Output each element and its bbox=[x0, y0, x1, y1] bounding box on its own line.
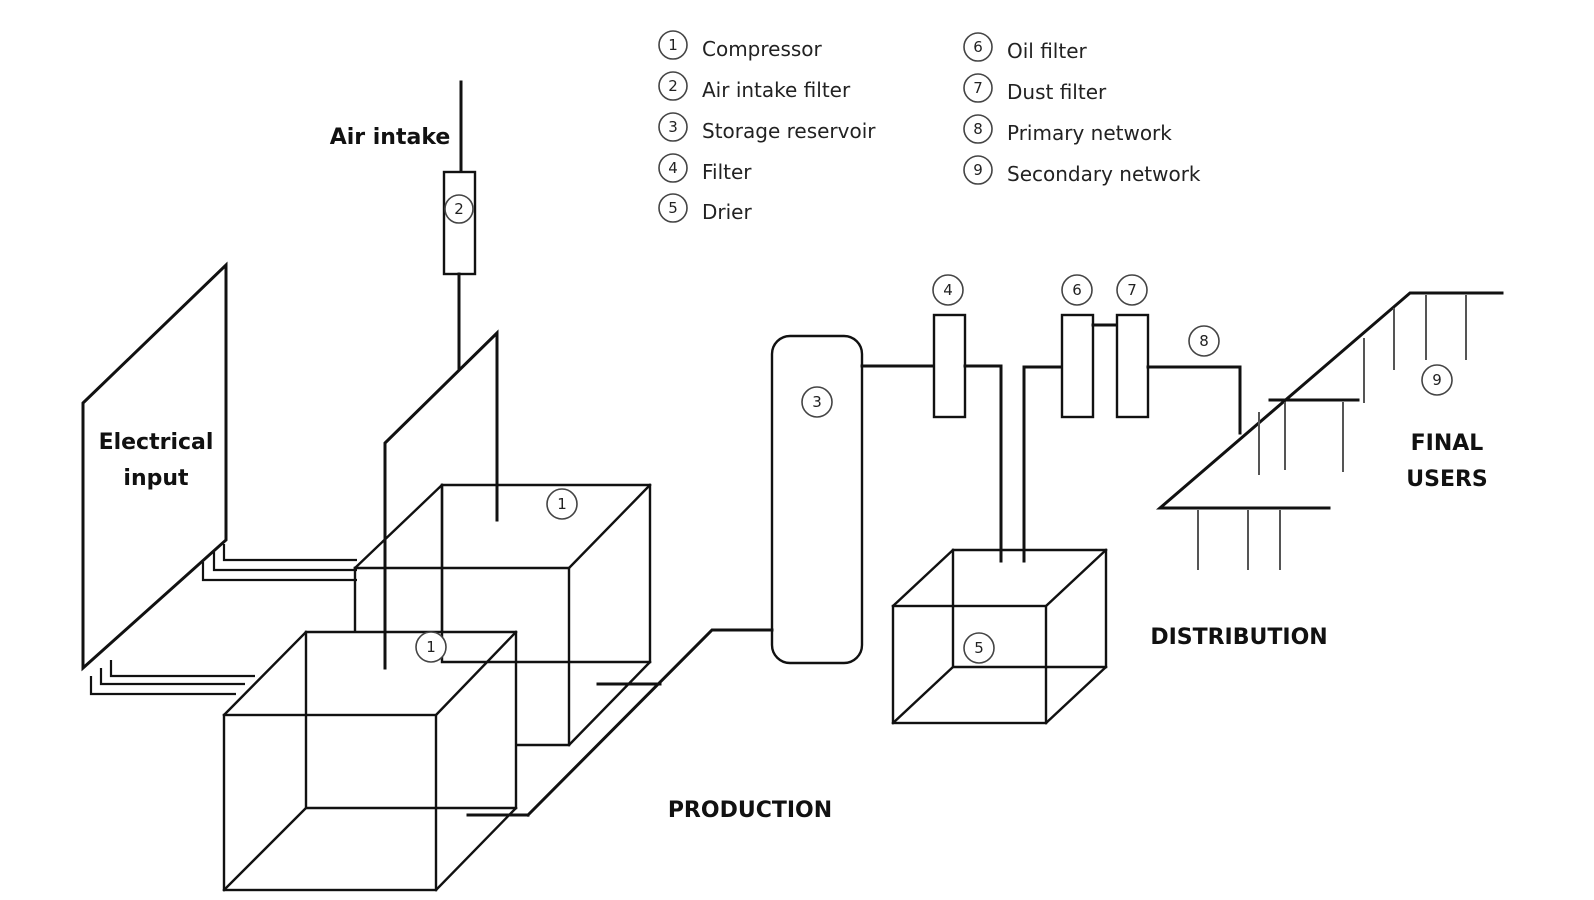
pipe-filter-to-drier bbox=[963, 364, 1003, 563]
legend-badge-6: 6 bbox=[963, 32, 993, 62]
filter: 4 bbox=[932, 274, 967, 419]
pipe-drier-to-oil-filter bbox=[1022, 365, 1064, 563]
svg-text:6: 6 bbox=[1072, 281, 1082, 299]
svg-text:3: 3 bbox=[668, 118, 678, 136]
svg-text:8: 8 bbox=[1199, 332, 1209, 350]
svg-text:1: 1 bbox=[557, 495, 567, 513]
production-label: PRODUCTION bbox=[668, 798, 832, 823]
legend-label-compressor: Compressor bbox=[702, 37, 823, 61]
legend-badge-7: 7 bbox=[963, 73, 993, 103]
svg-text:2: 2 bbox=[454, 200, 464, 218]
badge-secondary-network: 9 bbox=[1421, 364, 1453, 396]
svg-text:9: 9 bbox=[1432, 371, 1442, 389]
oil-filter: 6 bbox=[1060, 274, 1095, 419]
legend-badge-9: 9 bbox=[963, 155, 993, 185]
svg-text:7: 7 bbox=[1127, 281, 1137, 299]
svg-text:1: 1 bbox=[668, 36, 678, 54]
svg-text:7: 7 bbox=[973, 79, 983, 97]
legend-item-storage-reservoir: 3 Storage reservoir bbox=[658, 112, 876, 143]
legend-label-primary-network: Primary network bbox=[1007, 121, 1172, 145]
badge-filter: 4 bbox=[932, 274, 964, 306]
final-users-label-line2: USERS bbox=[1406, 467, 1488, 492]
electrical-input-label-line1: Electrical bbox=[99, 430, 214, 455]
legend-item-drier: 5 Drier bbox=[658, 193, 752, 224]
legend-item-compressor: 1 Compressor bbox=[658, 30, 823, 61]
svg-text:5: 5 bbox=[974, 639, 984, 657]
legend-item-dust-filter: 7 Dust filter bbox=[963, 73, 1107, 104]
legend-badge-3: 3 bbox=[658, 112, 688, 142]
svg-text:6: 6 bbox=[973, 38, 983, 56]
secondary-network: 9 bbox=[1155, 291, 1504, 570]
electrical-input-panel: Electrical input bbox=[81, 261, 228, 672]
badge-compressor-front: 1 bbox=[415, 631, 447, 663]
legend-item-secondary-network: 9 Secondary network bbox=[963, 155, 1201, 186]
compressor-front: 1 bbox=[222, 630, 518, 892]
legend-badge-8: 8 bbox=[963, 114, 993, 144]
svg-text:5: 5 bbox=[668, 199, 678, 217]
badge-storage-reservoir: 3 bbox=[801, 386, 833, 418]
dust-filter: 7 bbox=[1115, 274, 1150, 419]
compressor-back: 1 bbox=[353, 483, 652, 747]
legend-item-filter: 4 Filter bbox=[658, 153, 752, 184]
svg-text:2: 2 bbox=[668, 77, 678, 95]
badge-oil-filter: 6 bbox=[1061, 274, 1093, 306]
svg-text:4: 4 bbox=[668, 159, 678, 177]
badge-air-intake-filter: 2 bbox=[444, 194, 474, 224]
compressor-outlet-pipe bbox=[466, 628, 774, 818]
air-intake: 2 Air intake bbox=[330, 80, 477, 370]
svg-text:9: 9 bbox=[973, 161, 983, 179]
legend-item-oil-filter: 6 Oil filter bbox=[963, 32, 1088, 63]
legend-label-oil-filter: Oil filter bbox=[1007, 39, 1088, 63]
legend-label-dust-filter: Dust filter bbox=[1007, 80, 1107, 104]
svg-text:8: 8 bbox=[973, 120, 983, 138]
badge-dust-filter: 7 bbox=[1116, 274, 1148, 306]
legend-badge-2: 2 bbox=[658, 71, 688, 101]
drier: 5 bbox=[891, 548, 1108, 725]
final-users-label-line1: FINAL bbox=[1411, 431, 1484, 456]
legend-item-primary-network: 8 Primary network bbox=[963, 114, 1172, 145]
legend-item-air-intake-filter: 2 Air intake filter bbox=[658, 71, 851, 102]
primary-network: 8 bbox=[1146, 325, 1242, 435]
badge-compressor-back: 1 bbox=[546, 488, 578, 520]
legend-label-filter: Filter bbox=[702, 160, 752, 184]
svg-text:3: 3 bbox=[812, 393, 822, 411]
svg-text:1: 1 bbox=[426, 638, 436, 656]
electrical-cables-back-compressor bbox=[201, 544, 357, 582]
electrical-input-label-line2: input bbox=[123, 466, 189, 491]
intake-manifold bbox=[383, 329, 499, 670]
badge-primary-network: 8 bbox=[1188, 325, 1220, 357]
electrical-panel-outline bbox=[81, 261, 228, 672]
legend-badge-4: 4 bbox=[658, 153, 688, 183]
legend-badge-5: 5 bbox=[658, 193, 688, 223]
distribution-label: DISTRIBUTION bbox=[1150, 625, 1327, 650]
legend-label-storage-reservoir: Storage reservoir bbox=[702, 119, 876, 143]
electrical-cables-front-compressor bbox=[89, 660, 255, 696]
legend-label-secondary-network: Secondary network bbox=[1007, 162, 1201, 186]
legend-label-air-intake-filter: Air intake filter bbox=[702, 78, 851, 102]
legend-label-drier: Drier bbox=[702, 200, 752, 224]
storage-reservoir: 3 bbox=[770, 334, 864, 665]
air-intake-label: Air intake bbox=[330, 125, 451, 150]
legend-badge-1: 1 bbox=[658, 30, 688, 60]
svg-text:4: 4 bbox=[943, 281, 953, 299]
badge-drier: 5 bbox=[963, 632, 995, 664]
legend: 1 Compressor 2 Air intake filter 3 Stora… bbox=[658, 30, 1201, 224]
